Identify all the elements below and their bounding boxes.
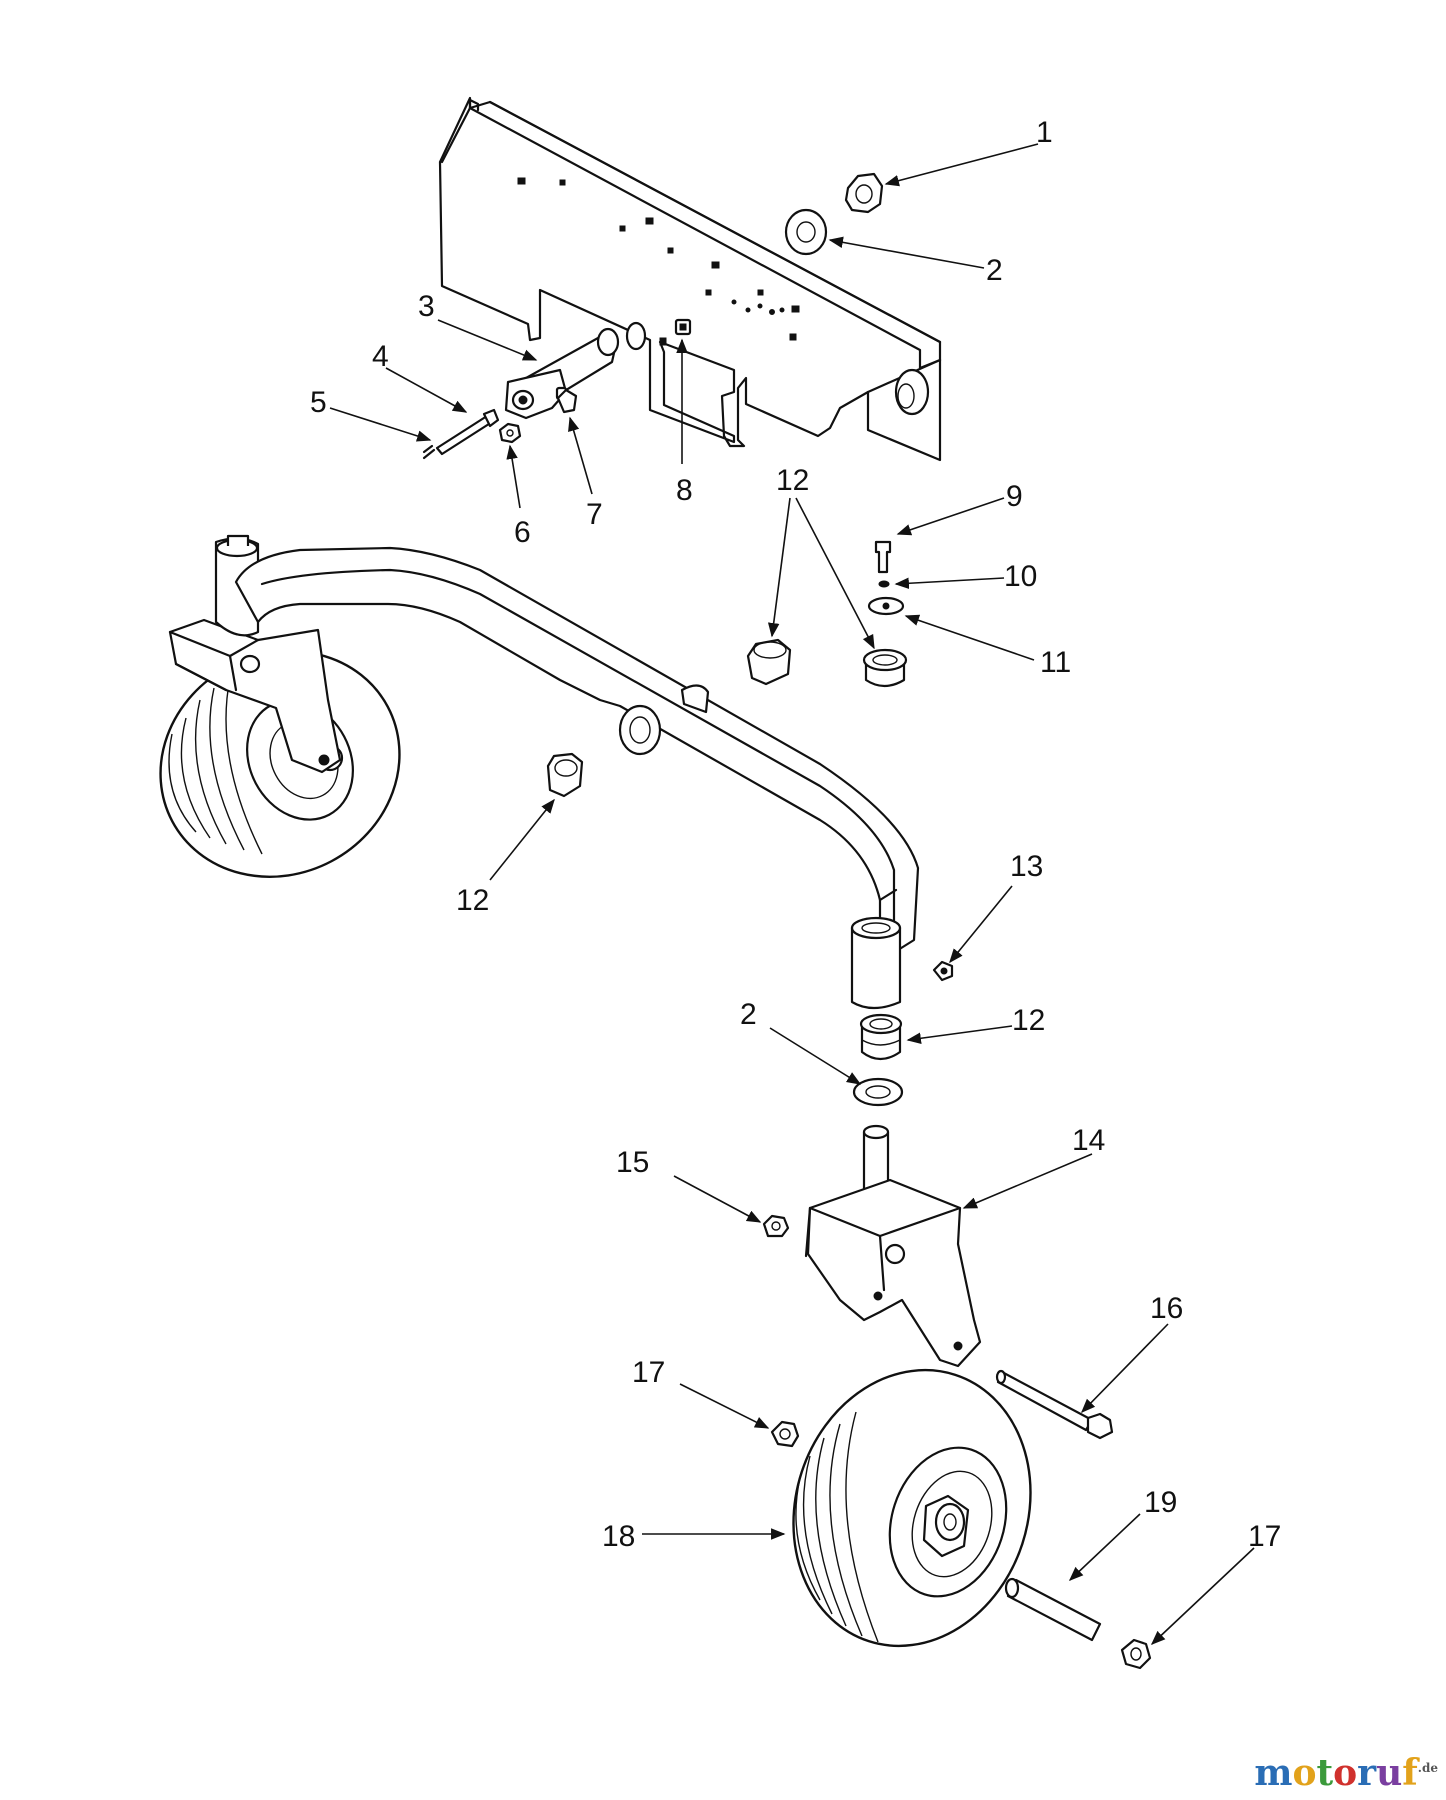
watermark-letter: u — [1376, 1752, 1403, 1794]
grease-fitting-13 — [932, 960, 954, 982]
watermark-letter: o — [1292, 1752, 1317, 1794]
callout-4: 4 — [372, 340, 389, 373]
watermark-letter: o — [1333, 1752, 1358, 1794]
clevis-pin — [435, 408, 500, 456]
callout-17-upper: 17 — [632, 1356, 665, 1389]
callout-6: 6 — [514, 516, 531, 549]
bushing-12-right — [862, 648, 908, 688]
watermark-logo: motoruf.de — [1254, 1752, 1438, 1794]
hex-nut-1 — [844, 172, 884, 214]
watermark-letter: r — [1357, 1752, 1377, 1794]
lock-nut-17-lower — [1120, 1638, 1152, 1670]
leader-lines — [329, 143, 1255, 1645]
callout-2: 2 — [986, 254, 1003, 287]
lock-nut-15 — [762, 1214, 790, 1238]
bushing-12-lower — [859, 1013, 903, 1061]
bolt-8 — [674, 318, 692, 336]
bushing-12-left — [546, 752, 584, 798]
callout-14: 14 — [1072, 1124, 1105, 1157]
callout-12-lower: 12 — [1012, 1004, 1045, 1037]
watermark-letter: f — [1402, 1752, 1418, 1794]
callouts: 1 2 3 4 5 6 7 8 9 10 11 12 12 13 2 12 14… — [310, 116, 1281, 1553]
callout-10: 10 — [1004, 560, 1037, 593]
hex-nut-6 — [498, 422, 522, 444]
left-caster-fork — [168, 534, 342, 774]
watermark-letter: m — [1254, 1752, 1293, 1794]
pivot-pin-plate — [504, 327, 620, 420]
callout-5: 5 — [310, 386, 327, 419]
washer-7 — [556, 388, 578, 414]
callout-17-lower: 17 — [1248, 1520, 1281, 1553]
callout-8: 8 — [676, 474, 693, 507]
callout-7: 7 — [586, 498, 603, 531]
bushing-12-center — [746, 638, 792, 686]
callout-12-top: 12 — [776, 464, 809, 497]
callout-2-lower: 2 — [740, 998, 757, 1031]
bolt-9 — [874, 540, 892, 574]
callout-11: 11 — [1040, 646, 1071, 679]
bolt-16 — [995, 1369, 1114, 1440]
caster-fork-14 — [804, 1124, 982, 1368]
washer-2-top — [784, 208, 828, 256]
callout-1: 1 — [1036, 116, 1053, 149]
axle-beam — [234, 546, 920, 1010]
cotter-pin — [422, 444, 436, 460]
callout-16: 16 — [1150, 1292, 1183, 1325]
callout-18: 18 — [602, 1520, 635, 1553]
callout-3: 3 — [418, 290, 435, 323]
callout-12-left: 12 — [456, 884, 489, 917]
callout-13: 13 — [1010, 850, 1043, 883]
lock-washer-10 — [878, 580, 890, 588]
washer-2-lower — [852, 1077, 904, 1107]
watermark-letter: t — [1316, 1752, 1334, 1794]
callout-19: 19 — [1144, 1486, 1177, 1519]
frame-bracket — [438, 96, 942, 462]
callout-15: 15 — [616, 1146, 649, 1179]
spacer-tube-19 — [1004, 1577, 1102, 1642]
lock-nut-17-upper — [770, 1420, 800, 1448]
watermark-suffix: .de — [1417, 1761, 1438, 1775]
callout-9: 9 — [1006, 480, 1023, 513]
flat-washer-11 — [867, 596, 905, 616]
wheel-18 — [792, 1368, 1032, 1648]
